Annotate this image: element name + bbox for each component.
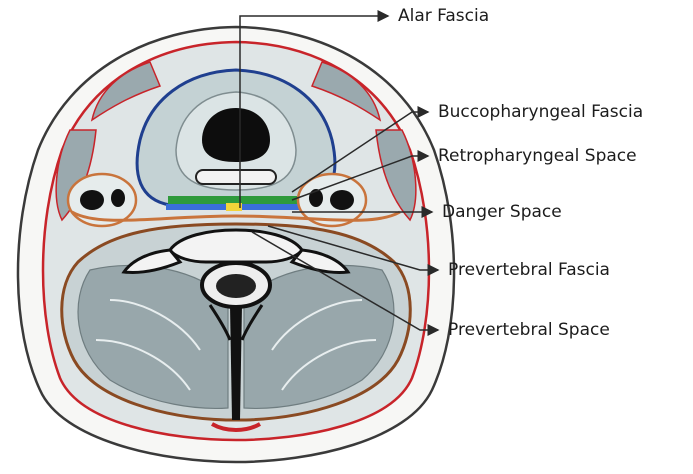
carotid-artery-right — [330, 190, 354, 210]
spinous-process — [230, 305, 242, 420]
label-alar-fascia: Alar Fascia — [398, 6, 489, 26]
label-danger-space: Danger Space — [442, 202, 562, 222]
cricoid-plate — [196, 170, 276, 184]
carotid-artery-left — [80, 190, 104, 210]
jugular-vein-left — [111, 189, 125, 207]
label-retropharyngeal-space: Retropharyngeal Space — [438, 146, 637, 166]
retropharyngeal-space — [168, 196, 304, 204]
label-prevertebral-space: Prevertebral Space — [448, 320, 610, 340]
label-prevertebral-fascia: Prevertebral Fascia — [448, 260, 610, 280]
spinal-cord — [216, 274, 256, 298]
label-buccopharyngeal-fascia: Buccopharyngeal Fascia — [438, 102, 643, 122]
